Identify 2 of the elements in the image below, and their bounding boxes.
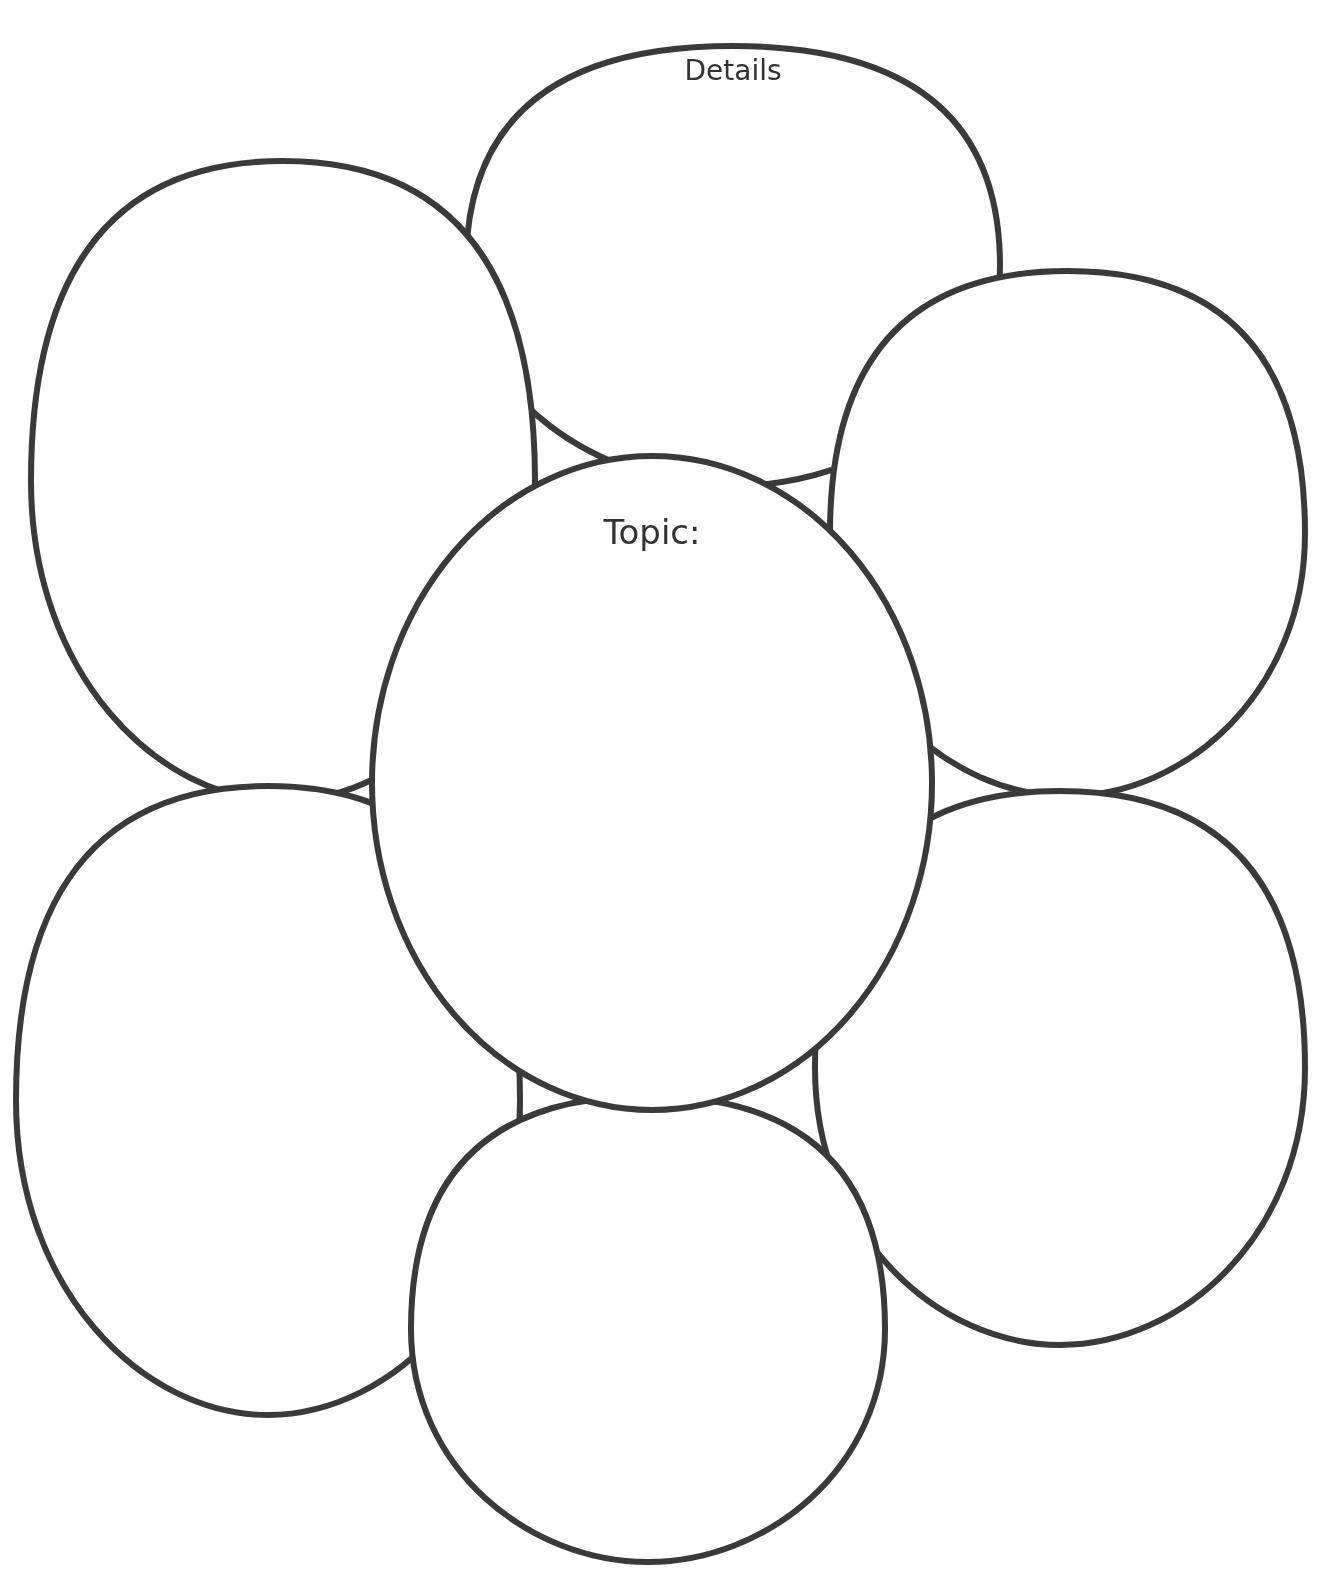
topic-label: Topic: bbox=[603, 512, 701, 552]
details-label: Details bbox=[684, 54, 782, 87]
